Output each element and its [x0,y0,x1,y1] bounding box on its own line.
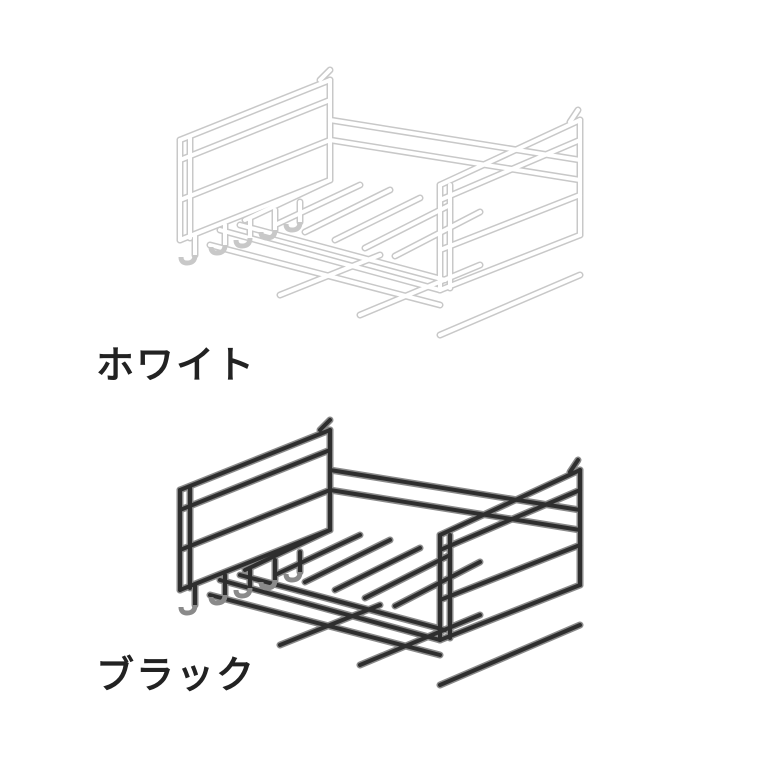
rack-wire [568,458,580,474]
hook-icon [178,604,198,616]
rack-wire [273,533,362,577]
rack-wire [178,98,332,162]
rack-wire [178,138,332,202]
rack-wire [363,203,452,250]
rack-wire [358,613,482,667]
hook-icon [178,254,198,266]
rack-wire [243,178,332,222]
rack-wire [328,138,582,182]
rack-wire [318,418,332,432]
hook-icon [233,587,253,599]
rack-wire [393,560,482,608]
rack-wire [243,528,332,572]
rack-wire [568,108,580,124]
rack-wire [358,263,482,317]
rack-wire [438,623,582,687]
rack-wire [178,428,332,492]
hook-icon [258,579,278,591]
hook-icon [208,244,228,256]
rack-wire [178,488,332,552]
rack-wire [303,538,392,584]
rack-wire [178,78,332,142]
product-variant-black: ブラック [0,390,760,760]
hook-icon [258,229,278,241]
hook-icon [283,571,303,583]
rack-wire [438,138,582,202]
rack-wire [278,253,382,297]
product-variant-white: ホワイト [96,66,584,387]
rack-wire [333,196,422,242]
hook-icon [208,594,228,606]
rack-wire [438,118,582,187]
rack-wire [178,448,332,512]
rack-wire [363,553,452,600]
rack-wire [328,488,582,532]
hook-icon [283,221,303,233]
rack-wire [328,118,582,162]
rack-wire [218,578,442,642]
rack-wire [333,546,422,592]
rack-wire [328,468,582,512]
rack-wire [438,233,582,292]
rack-wire [273,183,362,227]
rack-wire [438,583,582,642]
rack-wire [438,468,582,537]
variant-label-white: ホワイト [96,343,257,387]
rack-wire [438,273,582,337]
variant-label-black: ブラック [96,653,257,697]
rack-wire [278,603,382,647]
hook-icon [233,237,253,249]
rack-wire [438,543,582,602]
rack-wire [303,188,392,234]
wire-rack-white-image [176,66,584,339]
rack-wire [438,193,582,252]
rack-wire [393,210,482,258]
rack-wire [218,228,442,292]
rack-wire [438,488,582,552]
wire-rack-black-image [176,416,584,689]
rack-wire [318,68,332,82]
